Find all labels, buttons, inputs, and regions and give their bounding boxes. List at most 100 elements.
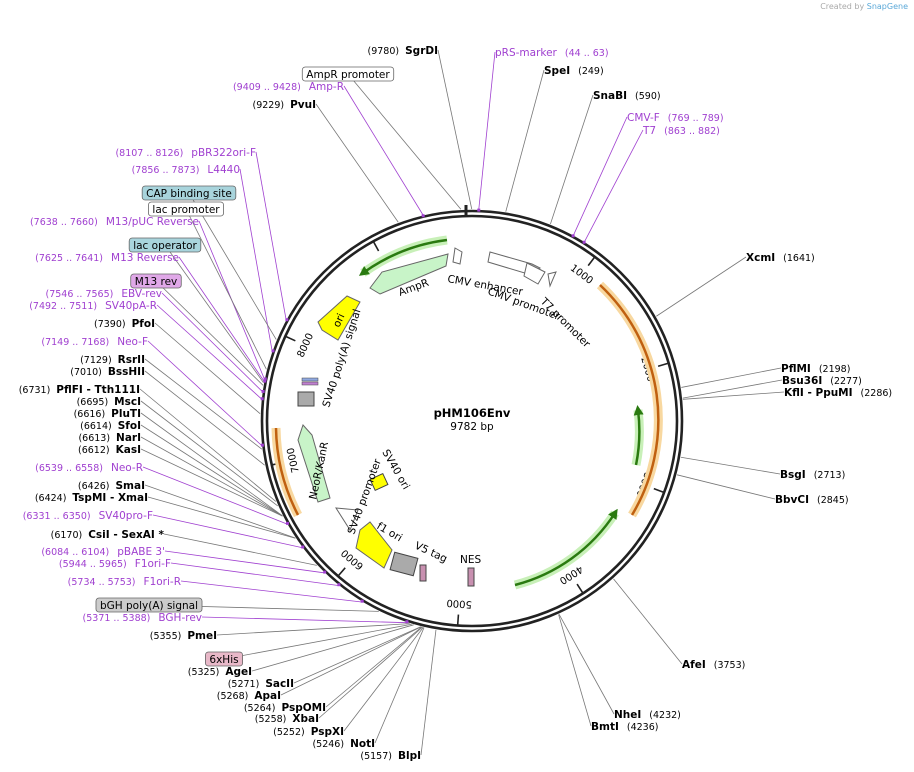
feature-label-box[interactable]: bGH poly(A) signal (95, 597, 203, 613)
enzyme-site[interactable]: CsiI - SexAI *(6170) (51, 529, 165, 541)
enzyme-site[interactable]: BssHII(7010) (70, 366, 145, 378)
connector (140, 424, 283, 517)
primer-site[interactable]: L4440(7856 .. 7873) (132, 164, 240, 176)
primer-site[interactable]: BGH-rev(5371 .. 5388) (83, 612, 202, 624)
primer-site[interactable]: pBR322ori-F(8107 .. 8126) (115, 147, 256, 159)
enzyme-position: (7129) (80, 355, 112, 366)
primer-site[interactable]: Neo-R(6539 .. 6558) (35, 462, 143, 474)
connector (155, 280, 264, 386)
primer-site[interactable]: CMV-F (769 .. 789) (627, 112, 724, 124)
orange-orf-right (599, 284, 660, 516)
enzyme-name: NotI (350, 738, 375, 750)
connector (239, 168, 273, 351)
enzyme-site[interactable]: Bsu36I(2277) (782, 375, 862, 387)
enzyme-site[interactable]: PmeI(5355) (150, 630, 217, 642)
enzyme-site[interactable]: KflI - PpuMI(2286) (784, 387, 892, 399)
enzyme-site[interactable]: SnaBI(590) (593, 90, 661, 102)
enzyme-site[interactable]: PspOMI(5264) (244, 702, 326, 714)
enzyme-site[interactable]: BsgI(2713) (780, 469, 845, 481)
primer-site[interactable]: EBV-rev(7546 .. 7565) (46, 288, 163, 300)
primer-site[interactable]: pRS-marker(44 .. 63) (495, 47, 609, 59)
primer-position: (769 .. 789) (668, 113, 724, 124)
connector (325, 626, 422, 708)
enzyme-site[interactable]: XcmI(1641) (746, 252, 815, 264)
connector (251, 624, 414, 672)
connector (293, 626, 421, 684)
connector (343, 627, 424, 732)
enzyme-name: XcmI (746, 252, 775, 264)
feature-label-box[interactable]: M13 rev (130, 273, 182, 289)
enzyme-site[interactable]: NheI(4232) (614, 709, 681, 721)
enzyme-site[interactable]: BbvCI(2845) (775, 494, 849, 506)
enzyme-position: (7390) (94, 319, 126, 330)
primer-site[interactable]: M13/pUC Reverse(7638 .. 7660) (30, 216, 199, 228)
enzyme-site[interactable]: AfeI(3753) (682, 659, 745, 671)
enzyme-site[interactable]: RsrII(7129) (80, 354, 145, 366)
primer-position: (7149 .. 7168) (41, 337, 109, 348)
primer-site[interactable]: SV40pA-R(7492 .. 7511) (29, 300, 157, 312)
feature-box-frame (148, 201, 224, 217)
enzyme-site[interactable]: PflFI - Tth111I(6731) (19, 384, 140, 396)
enzyme-position: (6695) (77, 397, 109, 408)
enzyme-site[interactable]: SacII(5271) (228, 678, 294, 690)
enzyme-position: (2713) (814, 470, 846, 481)
enzyme-site[interactable]: SmaI(6426) (78, 480, 145, 492)
connector (374, 627, 425, 744)
feature-label-box[interactable]: 6xHis (205, 651, 243, 667)
feature-label-box[interactable]: lac operator (128, 237, 202, 253)
primer-site[interactable]: T7(863 .. 882) (642, 125, 720, 137)
enzyme-site[interactable]: KasI(6612) (78, 444, 141, 456)
primer-name: pBABE 3' (117, 546, 165, 558)
enzyme-site[interactable]: PluTI(6616) (74, 408, 141, 420)
connector (505, 69, 545, 212)
primer-site[interactable]: F1ori-F(5944 .. 5965) (59, 558, 171, 570)
feature-box-frame (130, 273, 182, 289)
connector (140, 400, 278, 507)
primer-name: CMV-F (627, 112, 660, 124)
primer-site[interactable]: F1ori-R(5734 .. 5753) (68, 576, 181, 588)
primer-site[interactable]: M13 Reverse(7625 .. 7641) (35, 252, 179, 264)
feature-label-box[interactable]: lac promoter (148, 201, 224, 217)
ampr-feature (369, 253, 449, 295)
enzyme-position: (3753) (714, 660, 746, 671)
primer-name: BGH-rev (158, 612, 202, 624)
enzyme-name: SgrDI (405, 45, 438, 57)
primer-marker (301, 545, 305, 549)
primer-marker (477, 208, 481, 212)
enzyme-site[interactable]: SfoI(6614) (80, 420, 141, 432)
enzyme-name: MscI (114, 396, 141, 408)
primer-site[interactable]: pBABE 3'(6084 .. 6104) (41, 546, 165, 558)
enzyme-site[interactable]: PfoI(7390) (94, 318, 155, 330)
enzyme-site[interactable]: PflMI(2198) (781, 363, 850, 375)
primer-site[interactable]: Neo-F(7149 .. 7168) (41, 336, 148, 348)
connector (144, 484, 296, 539)
primer-marker (405, 620, 409, 624)
enzyme-site[interactable]: PvuI(9229) (252, 99, 316, 111)
enzyme-site[interactable]: NotI(5246) (312, 738, 375, 750)
enzyme-site[interactable]: AgeI(5325) (188, 666, 252, 678)
enzyme-site[interactable]: TspMI - XmaI(6424) (35, 492, 148, 504)
connector (154, 322, 261, 415)
enzyme-site[interactable]: SpeI(249) (544, 65, 604, 77)
primer-site[interactable]: Amp-R(9409 .. 9428) (233, 81, 344, 93)
orf-bottom-arc (514, 508, 618, 587)
enzyme-site[interactable]: NarI(6613) (78, 432, 141, 444)
primer-site[interactable]: SV40pro-F(6331 .. 6350) (23, 510, 153, 522)
feature-label-box[interactable]: CAP binding site (141, 185, 237, 201)
primer-marker (571, 234, 575, 238)
enzyme-site[interactable]: BmtI(4236) (591, 721, 658, 733)
primer-position: (6331 .. 6350) (23, 511, 91, 522)
enzyme-position: (4232) (649, 710, 681, 721)
enzyme-site[interactable]: PspXI(5252) (273, 726, 344, 738)
feature-label-box[interactable]: AmpR promoter (301, 66, 395, 82)
v5-tag-label: V5 tag (413, 540, 449, 565)
primer-marker (263, 377, 267, 381)
enzyme-site[interactable]: SgrDI (9780) (368, 45, 438, 57)
enzyme-name: AgeI (225, 666, 252, 678)
enzyme-position: (9780) (368, 46, 400, 57)
enzyme-site[interactable]: XbaI(5258) (255, 713, 319, 725)
enzyme-site[interactable]: MscI (6695) (77, 396, 141, 408)
nes-feature (467, 567, 475, 587)
enzyme-site[interactable]: BlpI(5157) (360, 750, 421, 762)
enzyme-site[interactable]: ApaI(5268) (217, 690, 281, 702)
